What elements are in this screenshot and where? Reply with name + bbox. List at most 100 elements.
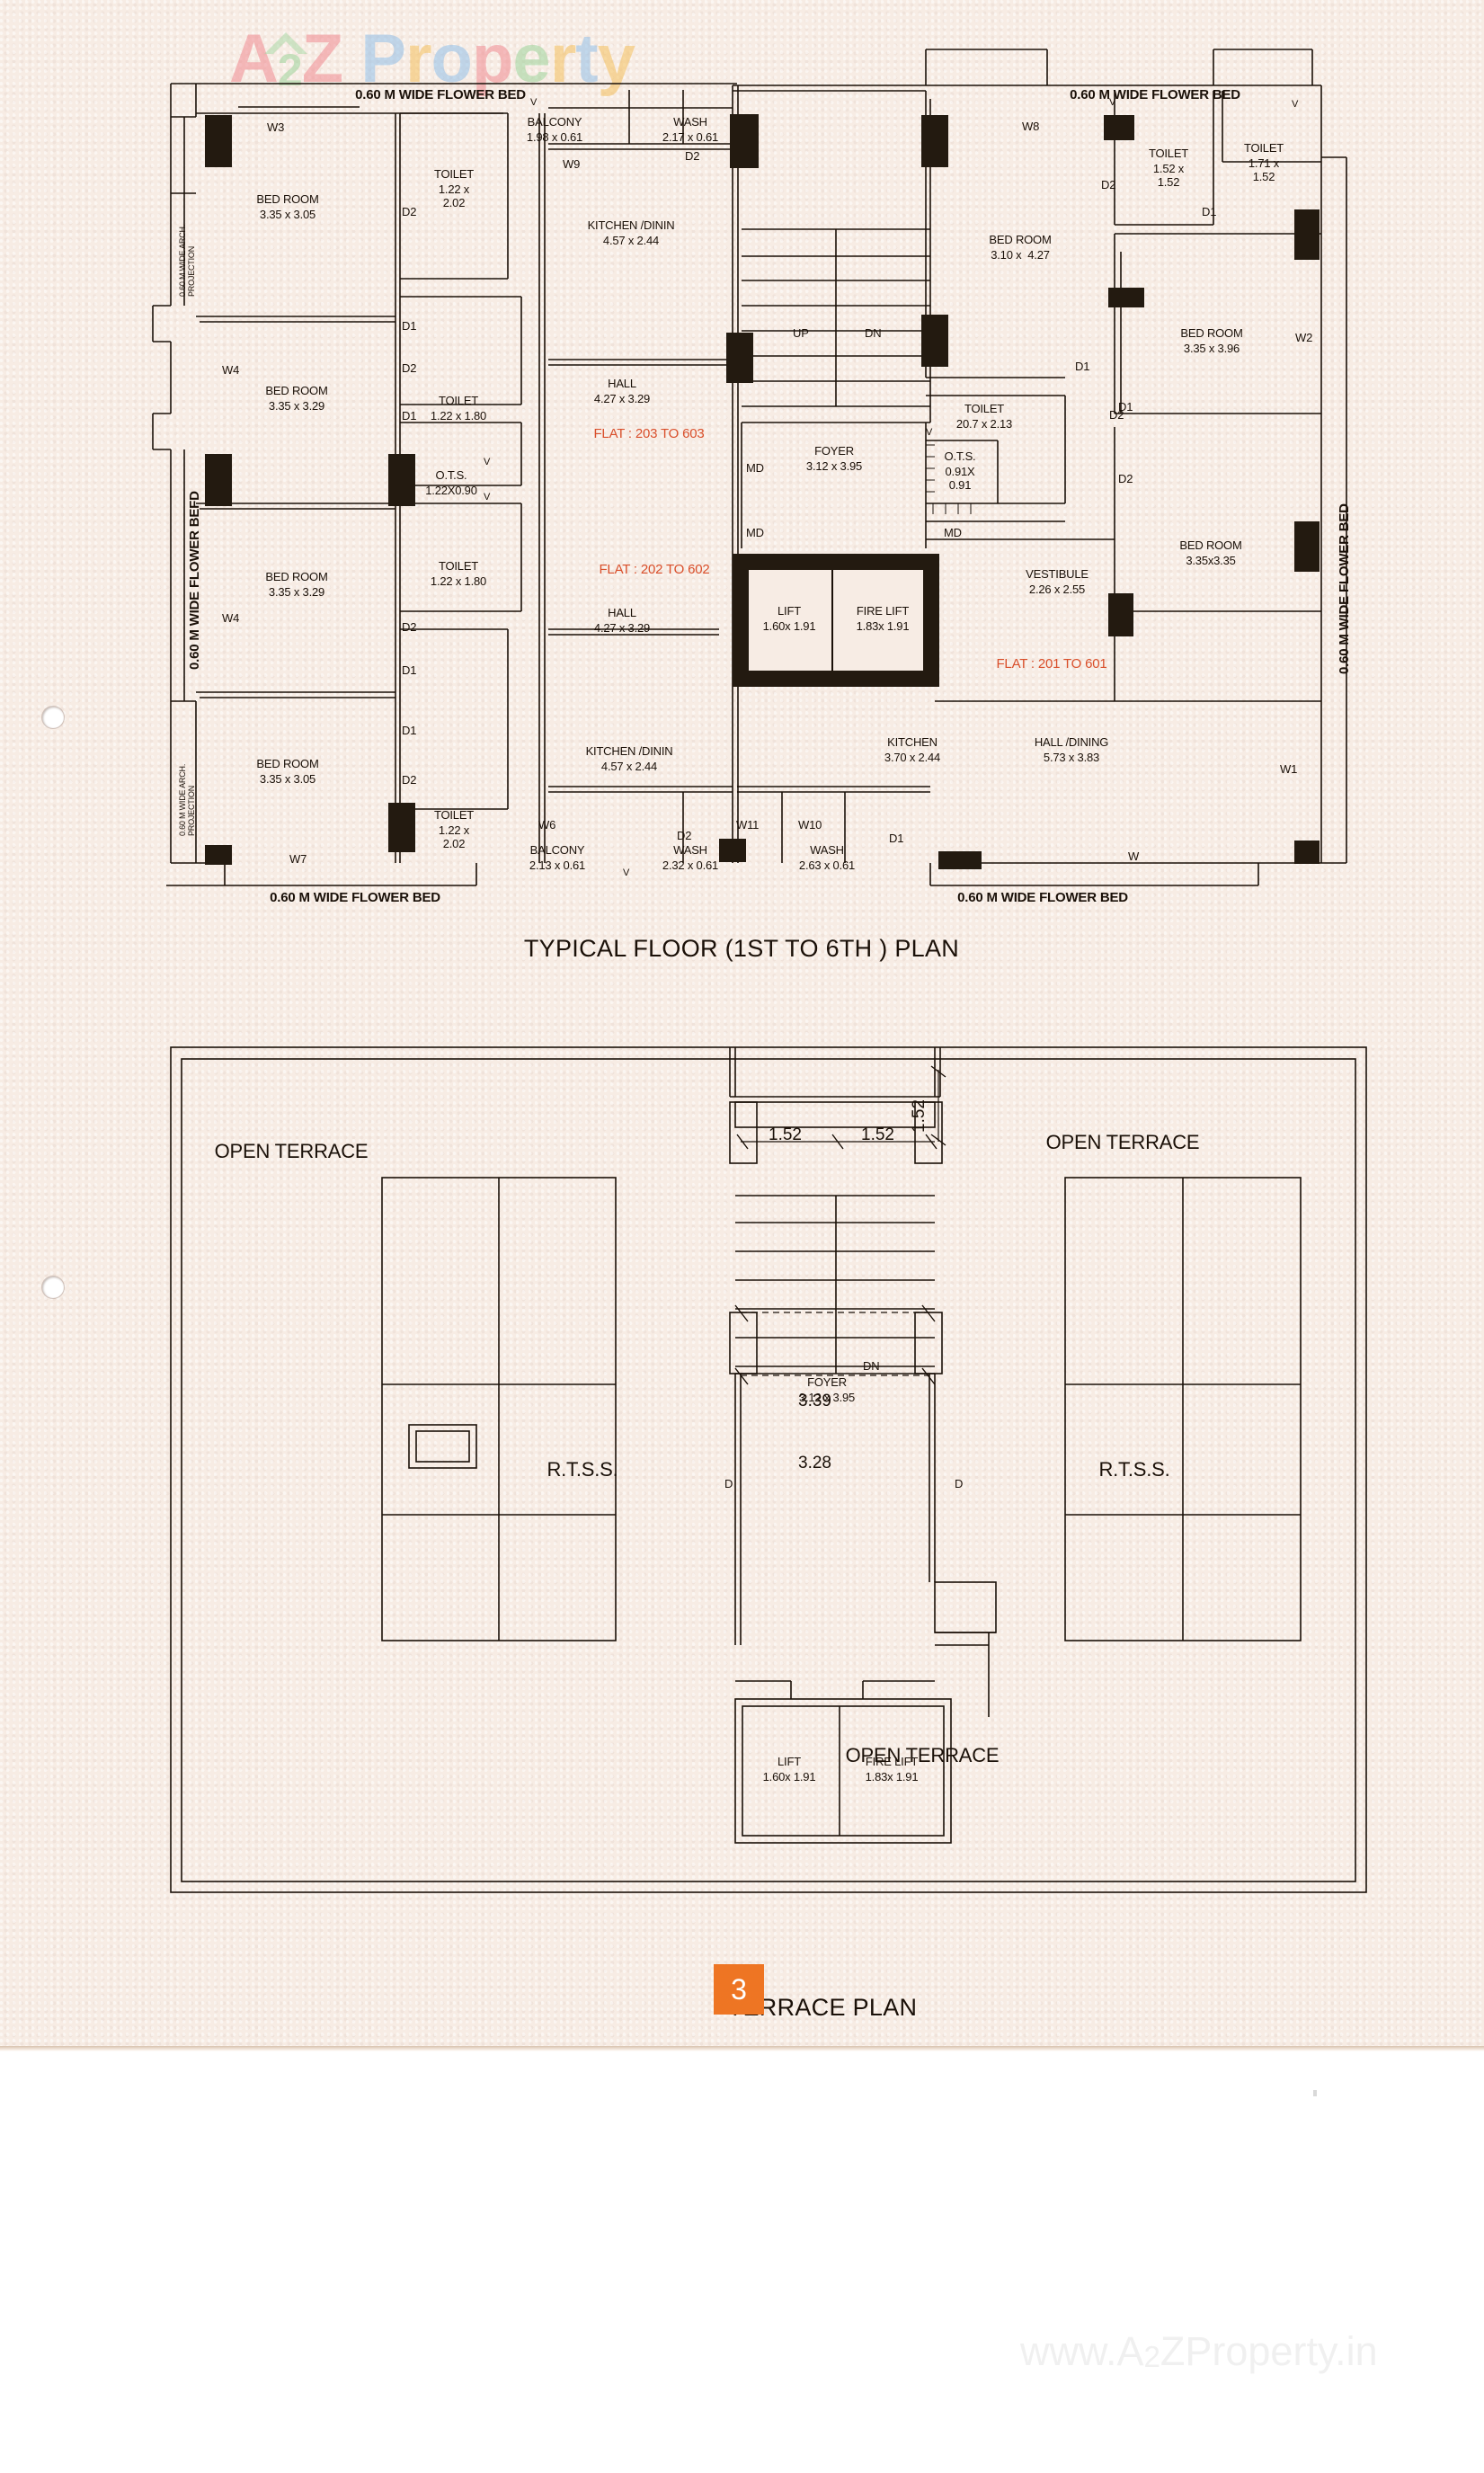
- structural-column: [938, 851, 982, 869]
- paper-speck: [1313, 2090, 1317, 2096]
- white-margin-area: [0, 2051, 1484, 2473]
- room-bedroom-7-size: 3.35x3.35: [1186, 554, 1236, 567]
- typical-floor-plan-title: TYPICAL FLOOR (1ST TO 6TH ) PLAN: [523, 935, 960, 962]
- terrace-dimension-5: 3.28: [798, 1454, 831, 1472]
- structural-column: [1104, 115, 1134, 140]
- room-toilet-5-size: 1.52 x 1.52: [1152, 162, 1185, 190]
- door-label-d1-7: D2: [1118, 472, 1133, 485]
- room-toilet-6-name: TOILET: [1243, 141, 1284, 155]
- structural-column: [1294, 209, 1320, 260]
- window-label-w10: W10: [798, 818, 822, 832]
- structural-column: [1108, 288, 1144, 307]
- door-label-d1-6: D1: [1118, 400, 1133, 414]
- structural-column: [921, 115, 948, 167]
- vent-marker-1: V: [530, 97, 538, 108]
- structural-column: [726, 333, 753, 383]
- room-ots-left-name: O.T.S.: [435, 468, 467, 482]
- room-balcony-top-size: 1.98 x 0.61: [526, 130, 583, 144]
- room-bedroom-4-size: 3.35 x 3.05: [259, 772, 316, 786]
- room-toilet-2-size: 1.22 x 1.80: [430, 409, 487, 423]
- window-label-w7: W7: [289, 852, 307, 866]
- room-lift-name: LIFT: [778, 604, 801, 618]
- room-hall-upper-size: 4.27 x 3.29: [593, 392, 651, 405]
- page-number-badge: 3: [714, 1964, 764, 2015]
- lift-block-interior: [749, 570, 923, 671]
- terrace-door-label-left: D: [724, 1477, 733, 1490]
- open-terrace-label-right: OPEN TERRACE: [1045, 1131, 1200, 1153]
- terrace-dimension-2: 1.52: [861, 1125, 894, 1144]
- window-label-w3: W3: [267, 120, 285, 134]
- structural-column: [388, 454, 415, 506]
- side-label-arch-projection-lower: 0.60 M WIDE ARCH. PROJECTION: [178, 763, 196, 836]
- room-bedroom-4-name: BED ROOM: [256, 757, 319, 770]
- room-lift-size: 1.60x 1.91: [762, 619, 816, 633]
- door-label-d1-4: D1: [402, 724, 417, 737]
- room-toilet-7-size: 20.7 x 2.13: [955, 417, 1013, 431]
- stair-label-up: UP: [793, 326, 809, 340]
- room-bedroom-3-size: 3.35 x 3.29: [268, 585, 325, 599]
- punch-hole: [42, 707, 64, 728]
- room-bedroom-1-name: BED ROOM: [256, 192, 319, 206]
- room-toilet-4-size: 1.22 x 2.02: [438, 823, 470, 851]
- room-hall-dining-right-size: 5.73 x 3.83: [1043, 751, 1100, 764]
- room-toilet-3-size: 1.22 x 1.80: [430, 574, 487, 588]
- room-kitchen-right-name: KITCHEN: [887, 735, 937, 749]
- terrace-dimension-3: 1.52: [910, 1099, 929, 1133]
- door-label-d2-6: D2: [677, 829, 692, 842]
- room-bedroom-6-name: BED ROOM: [1180, 326, 1243, 340]
- open-terrace-label-left: OPEN TERRACE: [214, 1140, 369, 1162]
- vent-marker-3: V: [484, 492, 491, 503]
- structural-column: [921, 315, 948, 367]
- terrace-lift-name: LIFT: [778, 1755, 801, 1768]
- room-wash-bottom-right-size: 2.63 x 0.61: [798, 858, 856, 872]
- md-label-3: MD: [944, 526, 962, 539]
- door-label-d2-2: D2: [402, 361, 417, 375]
- room-bedroom-5-name: BED ROOM: [989, 233, 1052, 246]
- room-foyer-size: 3.12 x 3.95: [805, 459, 863, 473]
- room-wash-bottom-left-size: 2.32 x 0.61: [662, 858, 719, 872]
- vent-marker-7: V: [623, 867, 630, 878]
- window-label-w9: W9: [563, 157, 581, 171]
- structural-column: [1294, 841, 1320, 864]
- room-ots-left-size: 1.22X0.90: [425, 484, 477, 497]
- door-label-d2-10: D1: [1202, 205, 1217, 218]
- vent-marker-2: V: [484, 457, 491, 467]
- vent-marker-4: V: [926, 427, 933, 438]
- terrace-plan-drawing: [170, 1046, 1367, 1893]
- room-toilet-7-name: TOILET: [964, 402, 1005, 415]
- room-wash-top-size: 2.17 x 0.61: [662, 130, 719, 144]
- room-wash-bottom-left-name: WASH: [673, 843, 707, 857]
- page-bottom-edge: [0, 2046, 1484, 2051]
- room-toilet-2-name: TOILET: [438, 394, 479, 407]
- room-hall-lower-size: 4.27 x 3.29: [593, 621, 651, 635]
- room-kitchen-dining-lower-name: KITCHEN /DININ: [585, 744, 673, 758]
- terrace-foyer-size: 3.12 x 3.95: [798, 1391, 856, 1404]
- room-kitchen-dining-lower-size: 4.57 x 2.44: [600, 760, 658, 773]
- room-fire-lift-size: 1.83x 1.91: [856, 619, 910, 633]
- room-fire-lift-name: FIRE LIFT: [856, 604, 910, 618]
- flat-label-203-603: FLAT : 203 TO 603: [593, 426, 705, 441]
- window-label-w4-upper: W4: [222, 363, 240, 377]
- rtss-label-left: R.T.S.S.: [547, 1458, 618, 1481]
- room-toilet-6-size: 1.71 x 1.52: [1248, 156, 1280, 184]
- room-balcony-top-name: BALCONY: [527, 115, 582, 129]
- terrace-lift-size: 1.60x 1.91: [762, 1770, 816, 1784]
- window-label-w4-lower: W4: [222, 611, 240, 625]
- flower-bed-label-bottom-right: 0.60 M WIDE FLOWER BED: [957, 890, 1128, 905]
- room-bedroom-2-name: BED ROOM: [265, 384, 328, 397]
- terrace-fire-lift-size: 1.83x 1.91: [865, 1770, 919, 1784]
- structural-column: [1108, 593, 1133, 636]
- room-balcony-bottom-size: 2.13 x 0.61: [529, 858, 586, 872]
- terrace-stair-label-dn: DN: [863, 1359, 880, 1373]
- structural-column: [730, 144, 739, 167]
- side-label-left-flower-bed: 0.60 M WIDE FLOWER BEFD: [187, 491, 202, 670]
- door-label-d2-3: D2: [402, 620, 417, 634]
- room-bedroom-3-name: BED ROOM: [265, 570, 328, 583]
- door-label-d2-5: D2: [685, 149, 700, 163]
- room-wash-bottom-right-name: WASH: [810, 843, 844, 857]
- structural-column: [719, 839, 746, 862]
- structural-column: [388, 803, 415, 852]
- md-label-2: MD: [746, 526, 764, 539]
- terrace-door-label-right: D: [955, 1477, 964, 1490]
- open-terrace-label-bottom: OPEN TERRACE: [845, 1744, 1000, 1766]
